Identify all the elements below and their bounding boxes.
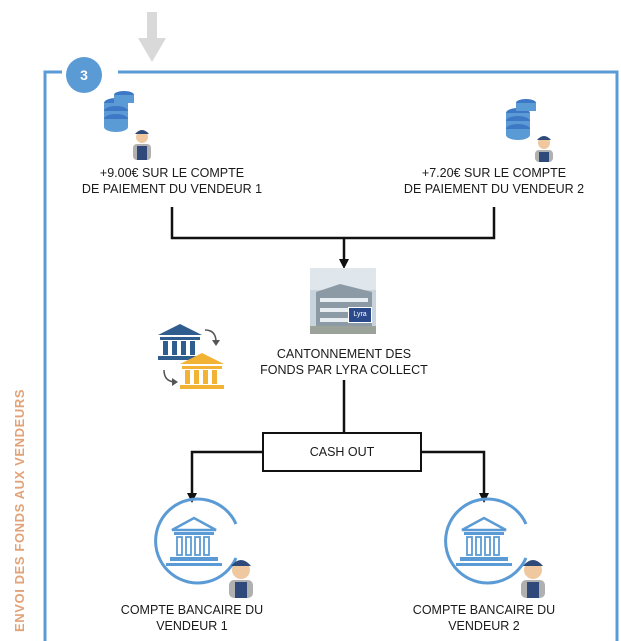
escrow-banks-icon <box>158 324 224 389</box>
lyra-building-icon <box>310 268 376 334</box>
bank2-label: COMPTE BANCAIRE DU VENDEUR 2 <box>412 603 556 633</box>
lyra-logo: Lyra <box>348 307 372 323</box>
seller1-database-icon <box>104 91 134 132</box>
bank1-icon <box>154 497 238 585</box>
cashout-split-left <box>187 450 262 503</box>
seller1-person-icon <box>133 130 151 160</box>
seller2-payment-label: +7.20€ SUR LE COMPTE DE PAIEMENT DU VEND… <box>403 166 585 196</box>
seller2-person-icon <box>535 136 553 162</box>
bank1-label: COMPTE BANCAIRE DU VENDEUR 1 <box>120 603 264 633</box>
incoming-arrow <box>138 12 166 62</box>
escrow-label: CANTONNEMENT DES FONDS PAR LYRA COLLECT <box>260 347 428 377</box>
step-badge: 3 <box>66 57 102 93</box>
bank2-icon <box>444 497 528 585</box>
bank1-person-icon <box>229 560 253 598</box>
seller2-database-icon <box>506 99 536 140</box>
merge-connector <box>170 207 496 264</box>
cashout-box: CASH OUT <box>262 432 422 472</box>
side-label: ENVOI DES FONDS AUX VENDEURS <box>12 388 27 632</box>
cashout-label: CASH OUT <box>309 445 375 459</box>
bank2-person-icon <box>521 560 545 598</box>
section-frame <box>43 70 619 641</box>
cashout-split-right <box>422 450 489 503</box>
seller1-payment-label: +9.00€ SUR LE COMPTE DE PAIEMENT DU VEND… <box>81 166 263 196</box>
